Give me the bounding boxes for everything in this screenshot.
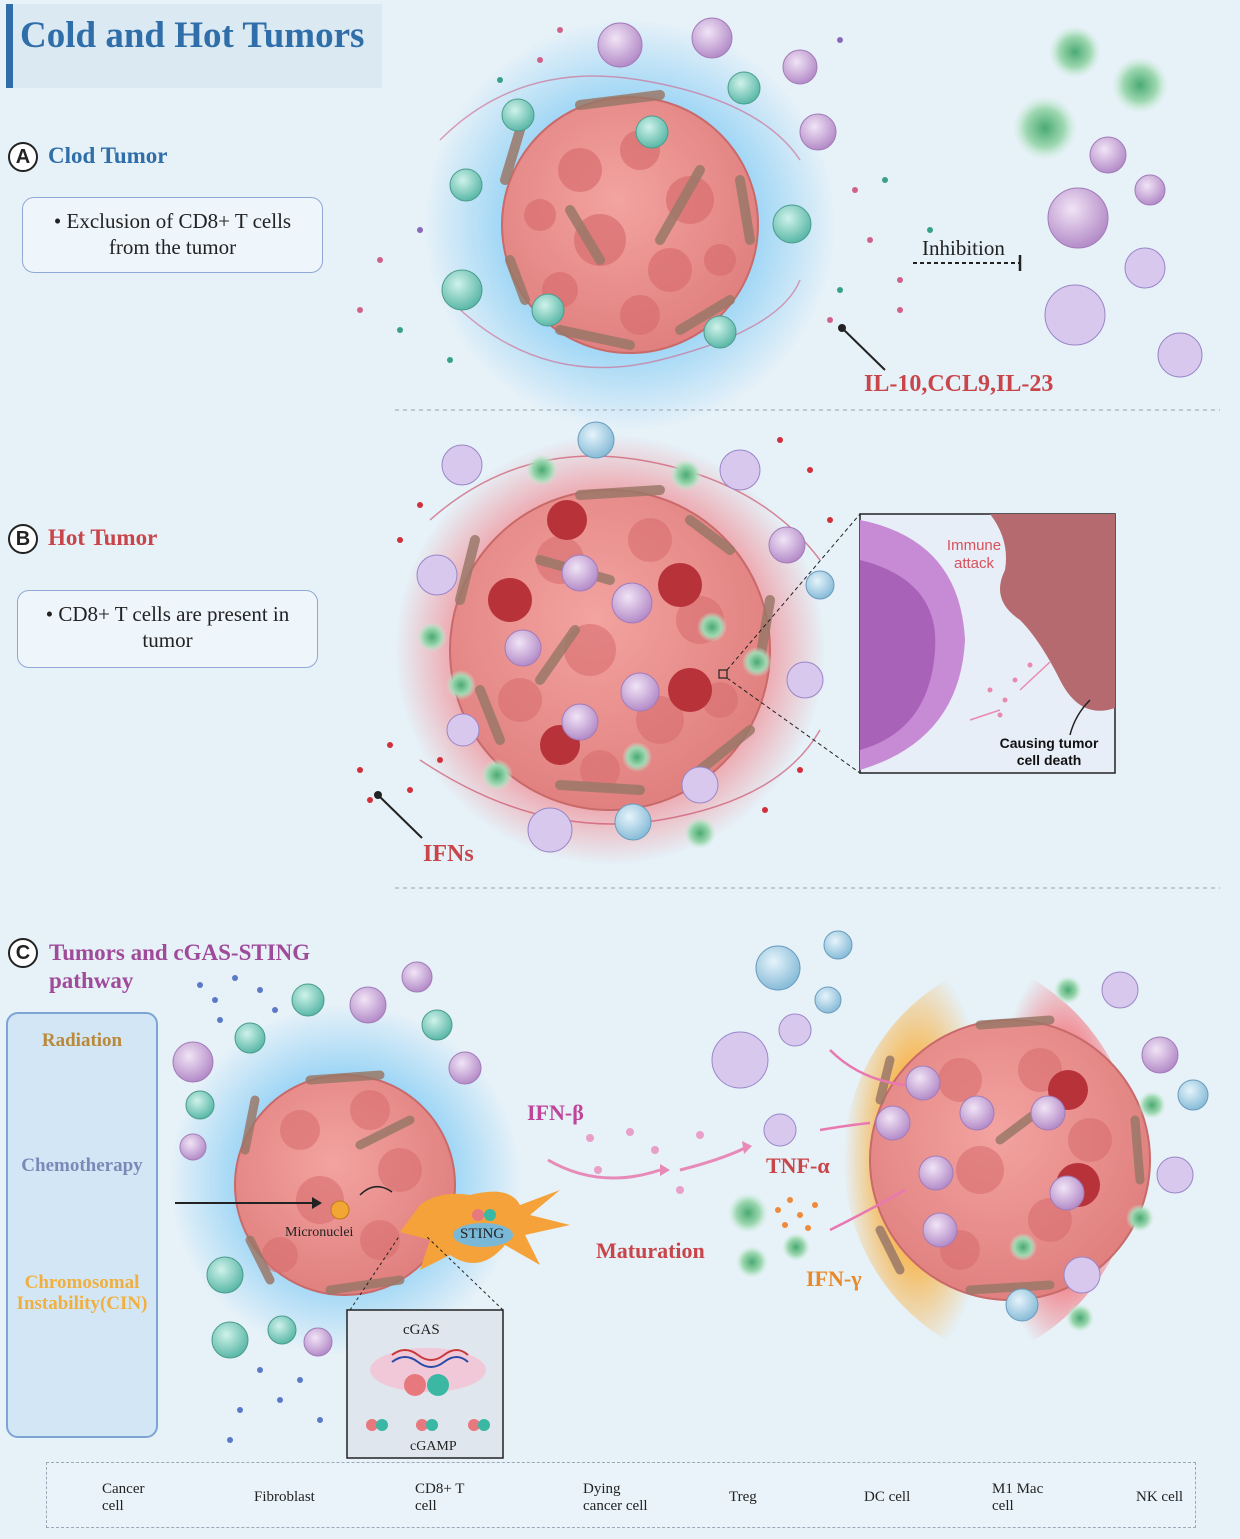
legend-m1-line1: M1 Mac <box>992 1481 1044 1497</box>
legend-item-cd8-t-cell: CD8+ T cell <box>415 1481 464 1515</box>
zoom-inset <box>718 513 1116 774</box>
section-c-label-line2: pathway <box>49 968 134 993</box>
section-b-letter: B <box>8 524 38 554</box>
legend <box>46 1462 1196 1528</box>
sting-label: STING <box>460 1226 505 1242</box>
cgas-inset <box>346 1234 504 1459</box>
legend-cancer-cell-line2: cell <box>102 1498 124 1514</box>
cold-tumor-cells <box>441 17 1203 378</box>
inset-immune-attack-line1: Immune <box>946 537 1002 554</box>
ifn-pointer <box>374 791 423 839</box>
section-a-bullet-line1: • Exclusion of CD8+ T cells <box>53 209 292 233</box>
cgas-cells <box>172 961 482 1359</box>
dendritic-cell <box>400 1190 570 1270</box>
legend-item-dying-cancer-cell: Dying cancer cell <box>583 1481 648 1515</box>
legend-item-m1-mac-cell: M1 Mac cell <box>992 1481 1043 1515</box>
cold-cytokine-dots <box>357 27 933 363</box>
legend-dc-line1: DC cell <box>864 1489 911 1505</box>
inset-cell-death-line2: cell death <box>1016 752 1082 768</box>
section-a-box: • Exclusion of CD8+ T cells from the tum… <box>22 197 323 273</box>
legend-item-nk-cell: NK cell <box>1136 1489 1183 1506</box>
legend-m1-line2: cell <box>992 1498 1014 1514</box>
radiation-label: Radiation <box>41 1030 123 1051</box>
legend-fibroblast-line1: Fibroblast <box>254 1489 315 1505</box>
cin-label: Chromosomal Instability(CIN) <box>6 1272 158 1314</box>
section-a-letter: A <box>8 142 38 172</box>
cytokine-pointer <box>838 324 886 371</box>
cgas-label: cGAS <box>403 1322 440 1338</box>
inset-cell-death-line1: Causing tumor <box>999 735 1099 751</box>
legend-dying-line1: Dying <box>583 1481 621 1497</box>
section-b-label: Hot Tumor <box>48 525 158 550</box>
tnf-alpha-label: TNF-α <box>766 1153 830 1178</box>
inset-immune-attack: Immune attack <box>940 537 1008 573</box>
ifns-label: IFNs <box>423 841 474 867</box>
ifn-gamma-label: IFN-γ <box>806 1266 862 1291</box>
section-c-label: Tumors and cGAS-STING pathway <box>49 939 310 995</box>
cin-label-line1: Chromosomal <box>24 1272 140 1293</box>
cgas-dots <box>197 975 323 1443</box>
cin-label-line2: Instability(CIN) <box>16 1293 148 1314</box>
legend-treg-line1: Treg <box>729 1489 757 1505</box>
micronuclei-label: Micronuclei <box>285 1225 354 1240</box>
inset-cell-death: Causing tumor cell death <box>985 735 1113 769</box>
inhibition-arrow <box>913 255 1022 271</box>
hot-ifn-dots <box>357 437 833 813</box>
section-c-letter: C <box>8 938 38 968</box>
section-a-label: Clod Tumor <box>48 143 168 168</box>
cgamp-label: cGAMP <box>410 1439 457 1454</box>
legend-dying-line2: cancer cell <box>583 1498 648 1514</box>
legend-cancer-cell-line1: Cancer <box>102 1481 145 1497</box>
chemotherapy-label: Chemotherapy <box>21 1155 143 1176</box>
hot-tumor <box>395 421 835 865</box>
legend-nk-line1: NK cell <box>1136 1489 1184 1505</box>
section-b-bullet-line1: • CD8+ T cells are present in <box>45 602 290 626</box>
cold-cytokines-label: IL-10,CCL9,IL-23 <box>864 371 1054 397</box>
trigger-arrowhead <box>312 1197 322 1209</box>
legend-item-fibroblast: Fibroblast <box>254 1489 315 1506</box>
legend-cd8-line1: CD8+ T <box>415 1481 465 1497</box>
maturation-label: Maturation <box>596 1238 705 1263</box>
pathway-arrows <box>547 1128 752 1194</box>
inhibition-label: Inhibition <box>922 236 1005 260</box>
legend-cd8-line2: cell <box>415 1498 437 1514</box>
final-tumor <box>711 930 1209 1360</box>
title-banner <box>6 4 382 88</box>
legend-item-treg: Treg <box>729 1489 757 1506</box>
section-c-label-line1: Tumors and cGAS-STING <box>49 940 311 965</box>
legend-item-cancer-cell: Cancer cell <box>102 1481 144 1515</box>
legend-item-dc-cell: DC cell <box>864 1489 910 1506</box>
section-a-bullet-line2: from the tumor <box>108 235 237 259</box>
ifn-beta-label: IFN-β <box>527 1100 584 1125</box>
figure-title: Cold and Hot Tumors <box>20 15 365 56</box>
section-b-bullet-line2: tumor <box>142 628 193 652</box>
inset-immune-attack-line2: attack <box>953 555 995 572</box>
section-b-box: • CD8+ T cells are present in tumor <box>17 590 318 668</box>
trigger-panel <box>6 1012 158 1438</box>
